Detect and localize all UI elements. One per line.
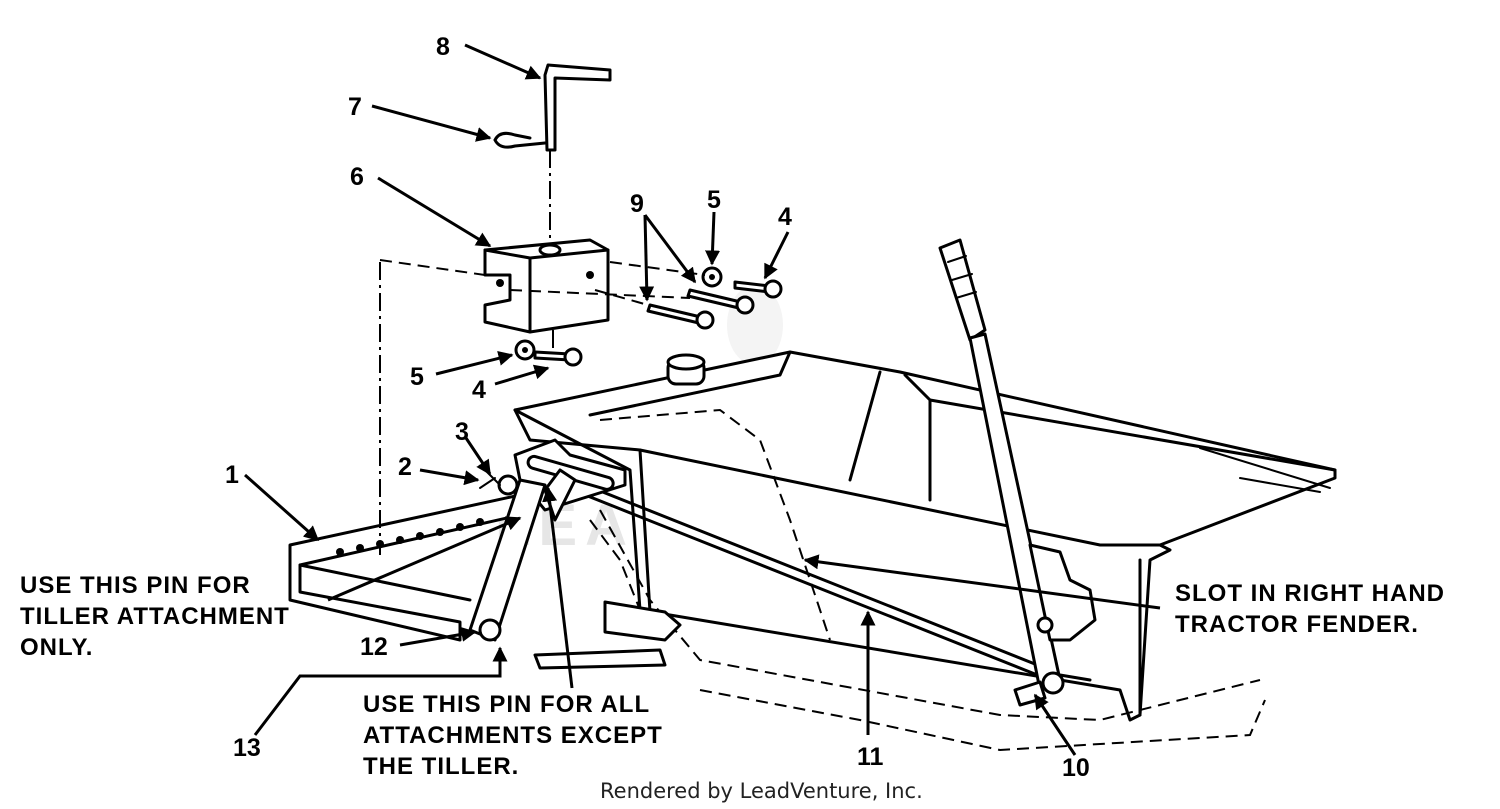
svg-text:THE TILLER.: THE TILLER. bbox=[363, 753, 519, 780]
svg-text:ONLY.: ONLY. bbox=[20, 634, 93, 661]
part-label-8: 8 bbox=[436, 33, 450, 61]
svg-text:USE THIS PIN FOR: USE THIS PIN FOR bbox=[20, 572, 251, 599]
leader-lines bbox=[244, 43, 1161, 756]
svg-text:SLOT IN RIGHT HAND: SLOT IN RIGHT HAND bbox=[1175, 580, 1445, 607]
part-label-7: 7 bbox=[348, 93, 362, 121]
svg-text:ATTACHMENTS EXCEPT: ATTACHMENTS EXCEPT bbox=[363, 722, 663, 749]
part-label-11: 11 bbox=[857, 743, 884, 771]
hitch-frame bbox=[288, 468, 682, 670]
part-label-1: 1 bbox=[225, 461, 239, 489]
svg-text:TILLER ATTACHMENT: TILLER ATTACHMENT bbox=[20, 603, 290, 630]
svg-text:USE THIS PIN FOR ALL: USE THIS PIN FOR ALL bbox=[363, 691, 650, 718]
lift-rod bbox=[533, 463, 1052, 682]
part-label-13: 13 bbox=[233, 734, 261, 762]
svg-text:TRACTOR FENDER.: TRACTOR FENDER. bbox=[1175, 611, 1419, 638]
callout-tiller-pin: USE THIS PIN FOR TILLER ATTACHMENT ONLY. bbox=[20, 572, 290, 661]
part-label-5-upper: 5 bbox=[707, 186, 721, 214]
part-label-4-upper: 4 bbox=[778, 203, 792, 231]
part-number-labels: 8 7 6 9 5 4 5 4 3 2 1 12 13 11 10 bbox=[225, 33, 1090, 782]
part-label-9: 9 bbox=[630, 190, 644, 218]
part-label-10: 10 bbox=[1062, 754, 1090, 782]
part-label-5-lower: 5 bbox=[410, 363, 424, 391]
callout-all-pin: USE THIS PIN FOR ALL ATTACHMENTS EXCEPT … bbox=[363, 691, 663, 780]
part-label-6: 6 bbox=[350, 163, 364, 191]
credit-text: Rendered by LeadVenture, Inc. bbox=[600, 779, 923, 803]
hitch-bracket bbox=[483, 238, 610, 334]
tractor-fender bbox=[513, 350, 1337, 752]
callout-fender-slot: SLOT IN RIGHT HAND TRACTOR FENDER. bbox=[1175, 580, 1445, 638]
part-label-2: 2 bbox=[398, 453, 412, 481]
part-label-3: 3 bbox=[455, 418, 469, 446]
part-label-12: 12 bbox=[360, 633, 388, 661]
hardware bbox=[514, 266, 783, 367]
part-label-4-lower: 4 bbox=[472, 376, 486, 404]
lift-lever bbox=[938, 238, 1097, 707]
hitch-pin-and-clip bbox=[493, 63, 612, 152]
